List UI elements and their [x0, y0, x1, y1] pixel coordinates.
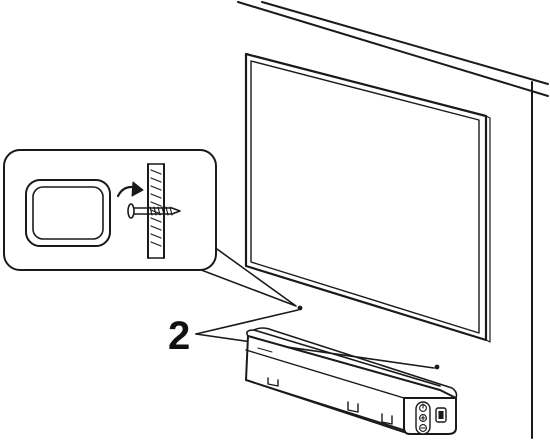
mounting-slot: [25, 179, 111, 247]
brand-mark: [257, 347, 273, 353]
step-leader-lines: [195, 309, 435, 369]
soundbar-controls: [415, 401, 447, 435]
power-icon: [419, 403, 427, 412]
minus-icon: [419, 424, 427, 432]
step-number-label: 2: [168, 314, 191, 358]
wall: [237, 1, 549, 439]
tv-panel: [244, 52, 491, 343]
screw-icon: [127, 203, 181, 219]
inset-pointer: [195, 243, 297, 307]
inset-callout: [3, 149, 297, 307]
plus-icon: [419, 414, 427, 422]
screw-point-left: [297, 305, 303, 311]
wall-section: [147, 163, 165, 259]
screw-point-right: [434, 364, 440, 370]
soundbar-feet: [267, 377, 393, 425]
curved-arrow-icon: [116, 181, 144, 198]
